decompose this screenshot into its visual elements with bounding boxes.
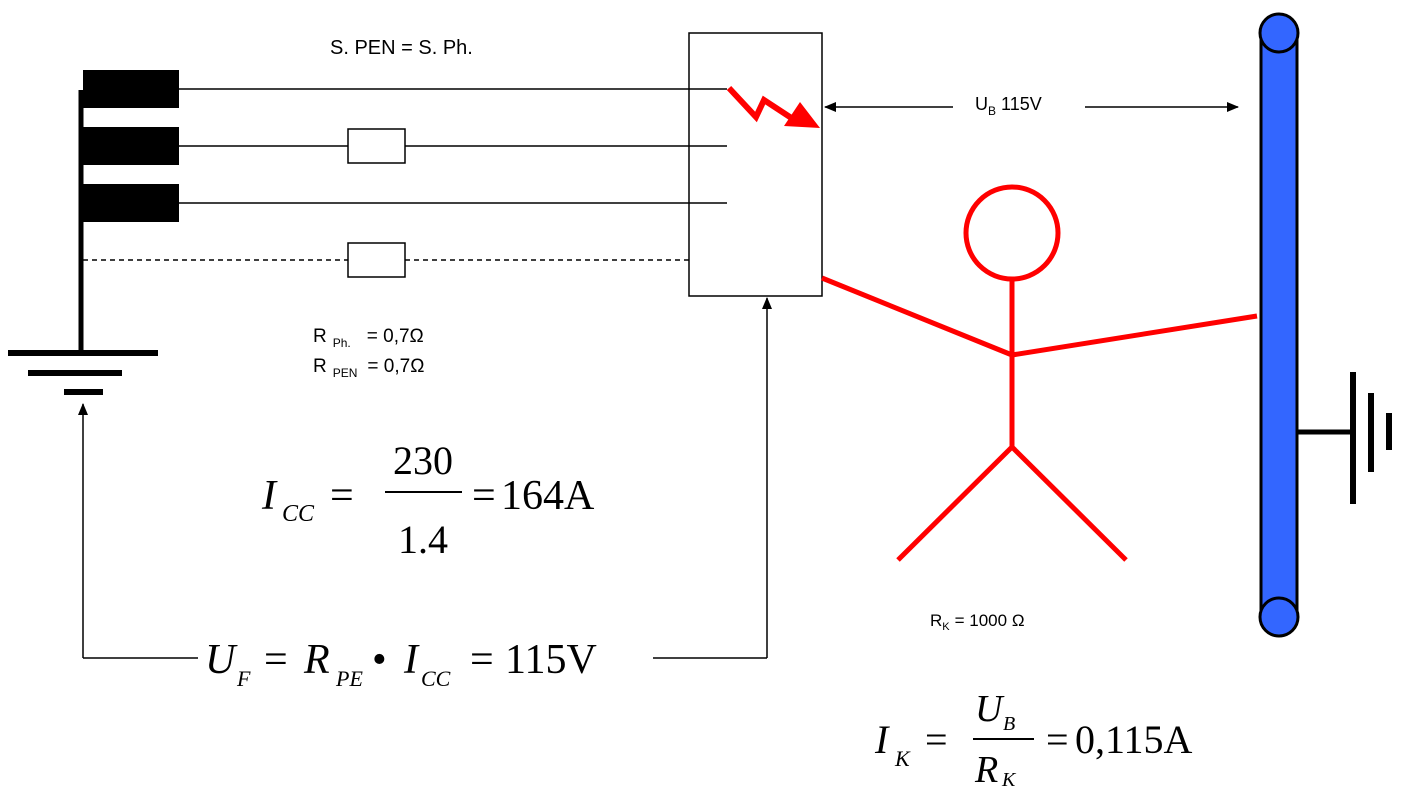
transformer-winding-2 <box>83 127 179 165</box>
svg-text:U: U <box>975 688 1005 730</box>
body-resistance-label: RK= 1000 Ω <box>930 611 1025 633</box>
svg-text:CC: CC <box>421 666 451 691</box>
svg-text:U: U <box>205 637 238 683</box>
equipment-enclosure <box>688 32 823 297</box>
formula-short-circuit-current: I CC = 230 1.4 = 164A <box>261 438 595 562</box>
svg-text:K: K <box>1001 769 1017 786</box>
svg-text:F: F <box>236 666 251 691</box>
svg-text:•: • <box>372 637 387 683</box>
svg-text:K: K <box>894 746 911 771</box>
svg-text:CC: CC <box>282 501 315 527</box>
pen-resistor <box>347 242 406 278</box>
earth-symbol-left <box>8 350 158 395</box>
earth-symbol-right <box>1297 372 1392 504</box>
svg-text:230: 230 <box>393 438 453 483</box>
ground-bar <box>1258 12 1300 638</box>
svg-text:=: = <box>470 637 494 683</box>
svg-text:PE: PE <box>335 666 363 691</box>
person-figure <box>821 184 1258 562</box>
svg-text:I: I <box>261 473 278 519</box>
svg-text:=: = <box>330 473 354 519</box>
fault-lightning-icon <box>726 85 820 128</box>
svg-text:=: = <box>472 473 496 519</box>
formula-body-current: I K = U B R K = 0,115A <box>874 688 1193 786</box>
svg-text:B: B <box>1003 713 1015 735</box>
transformer-winding-1 <box>83 70 179 108</box>
svg-text:=: = <box>264 637 288 683</box>
svg-text:1.4: 1.4 <box>398 517 448 562</box>
svg-text:=: = <box>925 717 948 762</box>
svg-text:I: I <box>403 637 420 683</box>
transformer-winding-3 <box>83 184 179 222</box>
phase-resistor <box>347 128 406 164</box>
svg-text:R: R <box>974 749 998 786</box>
formula-fault-voltage: U F = R PE • I CC = 115V <box>205 637 597 691</box>
svg-text:0,115A: 0,115A <box>1075 717 1193 762</box>
conductor-size-label: S. PEN = S. Ph. <box>330 37 473 59</box>
svg-text:R: R <box>303 637 330 683</box>
svg-text:164A: 164A <box>501 473 595 519</box>
svg-text:I: I <box>874 717 890 762</box>
svg-text:=: = <box>1046 717 1069 762</box>
svg-text:115V: 115V <box>505 637 597 683</box>
